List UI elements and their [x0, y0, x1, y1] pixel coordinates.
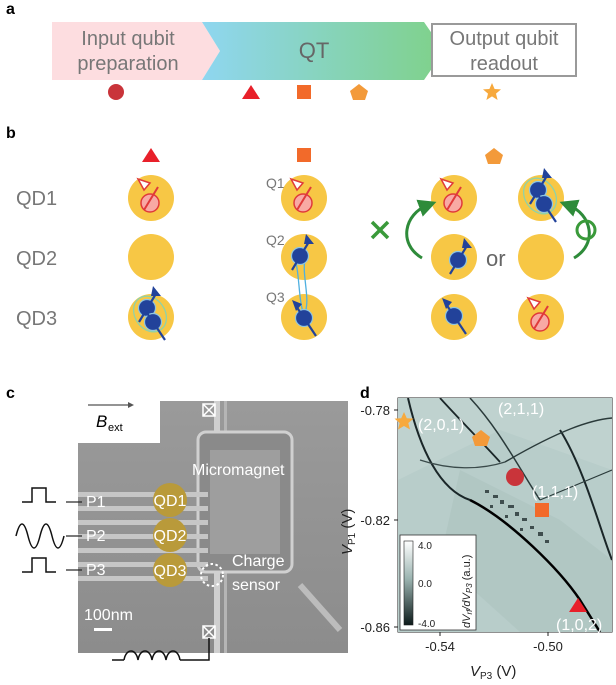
transition-arrow-icon: [559, 199, 591, 260]
panel-c: c B ext: [6, 385, 348, 661]
stage-input-box: [52, 22, 220, 80]
colorbar-label: dVrf/dVP3 (a.u.): [461, 555, 474, 628]
marker-square-icon: [535, 503, 549, 517]
check-circle-icon: [575, 219, 597, 241]
field-subscript: ext: [108, 422, 123, 434]
square-pulse-icon: [22, 487, 56, 503]
label-q3: Q3: [266, 289, 285, 305]
row-label-qd3: QD3: [16, 308, 57, 330]
marker-pentagon-icon: [350, 84, 368, 100]
x-tick-050: -0.50: [533, 639, 563, 654]
panel-d: d: [339, 385, 613, 682]
stage-output-label-1: Output qubit: [450, 28, 559, 50]
marker-pentagon-icon: [472, 430, 490, 446]
dot-label-qd1: QD1: [154, 493, 187, 510]
inductor-icon: [123, 650, 181, 661]
marker-square-icon: [297, 85, 311, 99]
colorbar-tick-0: 0.0: [418, 579, 432, 590]
colorbar-tick-4: 4.0: [418, 541, 432, 552]
y-tick-078: -0.78: [360, 403, 390, 418]
gate-label-p3: P3: [86, 562, 106, 579]
dot-label-qd2: QD2: [154, 528, 187, 545]
micromagnet-label: Micromagnet: [192, 462, 285, 479]
charge-state-201: (2,0,1): [418, 417, 464, 434]
label-q2: Q2: [266, 232, 285, 248]
contact-pad-icon: [202, 403, 216, 417]
panel-letter-b: b: [6, 125, 16, 142]
column-triangle-icon: [142, 148, 160, 162]
sensor-dot-outline: [200, 563, 224, 587]
stage-input-label-1: Input qubit: [81, 28, 175, 50]
marker-triangle-icon: [569, 598, 587, 612]
charge-state-211: (2,1,1): [498, 401, 544, 418]
panel-letter-c: c: [6, 385, 15, 402]
scale-bar: [94, 628, 112, 631]
cross-icon: [370, 220, 390, 240]
charge-sensor-label-2: sensor: [232, 577, 281, 594]
panel-a: a Input qubit preparation QT Output qubi…: [6, 1, 577, 100]
sine-pulse-icon: [15, 523, 65, 549]
quantum-dot: [128, 234, 174, 280]
quantum-dot: [518, 234, 564, 280]
marker-triangle-icon: [242, 85, 260, 99]
gate-label-p1: P1: [86, 494, 106, 511]
marker-star-icon: [483, 83, 501, 100]
charge-state-111: (1,1,1): [532, 484, 578, 501]
marker-circle-icon: [108, 84, 124, 100]
panel-letter-d: d: [360, 385, 370, 402]
panel-b: b QD1 QD2 QD3 Q1 Q2 Q3: [6, 125, 597, 342]
transition-arrow-icon: [405, 199, 437, 260]
y-tick-086: -0.86: [360, 620, 390, 635]
colorbar-tick-neg4: -4.0: [418, 619, 436, 630]
colorbar: [403, 540, 414, 626]
label-q1: Q1: [266, 175, 285, 191]
stage-output-label-2: readout: [470, 53, 538, 75]
marker-circle-icon: [506, 468, 524, 486]
charge-sensor-label-1: Charge: [232, 553, 285, 570]
column-pentagon-icon: [485, 148, 503, 164]
marker-star-icon: [394, 412, 414, 430]
row-label-qd2: QD2: [16, 248, 57, 270]
field-symbol: B: [96, 412, 107, 431]
gate-label-p2: P2: [86, 528, 106, 545]
stage-input-label-2: preparation: [77, 53, 178, 75]
panel-letter-a: a: [6, 1, 15, 18]
square-pulse-icon: [22, 557, 56, 573]
stage-qt-label: QT: [299, 38, 330, 63]
row-label-qd1: QD1: [16, 188, 57, 210]
y-axis-label: VP1 (V): [339, 509, 358, 555]
stage-qt-arrow: [202, 22, 444, 80]
column-square-icon: [297, 148, 311, 162]
x-tick-054: -0.54: [425, 639, 455, 654]
stage-output-box: [431, 23, 577, 77]
or-text: or: [486, 246, 506, 271]
scale-bar-label: 100nm: [84, 607, 133, 624]
x-axis-label: VP3 (V): [470, 663, 516, 682]
dot-label-qd3: QD3: [154, 563, 187, 580]
charge-state-102: (1,0,2): [556, 617, 602, 634]
y-tick-082: -0.82: [360, 513, 390, 528]
